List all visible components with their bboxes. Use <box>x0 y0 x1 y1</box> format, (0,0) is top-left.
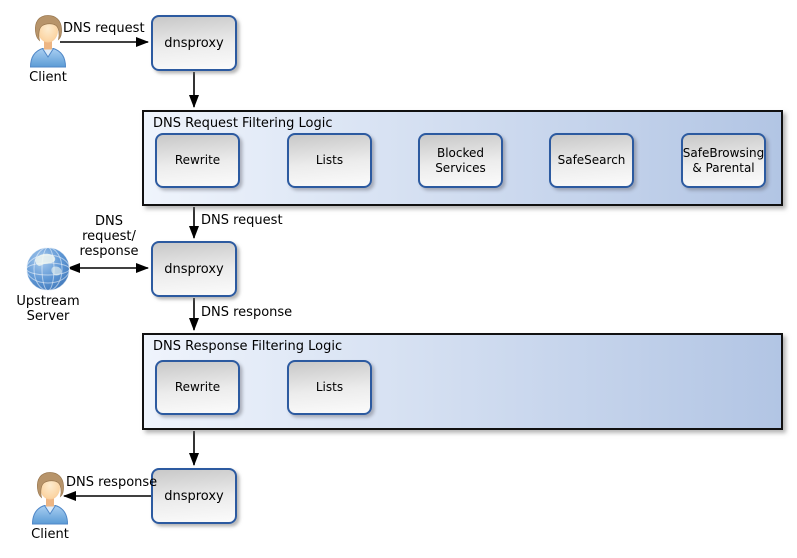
step-lists-response: Lists <box>287 360 372 415</box>
step-rewrite-response-label: Rewrite <box>174 380 221 394</box>
edge-label-client-request: DNS request <box>63 21 145 36</box>
edge-label-client-response: DNS response <box>66 475 158 490</box>
client-bottom-label: Client <box>31 527 69 542</box>
person-icon <box>29 15 67 68</box>
step-rewrite-response: Rewrite <box>155 360 240 415</box>
dnsproxy-top: dnsproxy <box>151 15 237 71</box>
request-pipeline-title: DNS Request Filtering Logic <box>153 116 333 131</box>
client-top: Client <box>26 12 70 85</box>
step-blocked-services-label: Blocked Services <box>435 145 486 175</box>
step-lists-response-label: Lists <box>315 380 344 394</box>
step-safesearch: SafeSearch <box>549 133 634 188</box>
dnsproxy-top-label: dnsproxy <box>164 35 224 51</box>
dnsproxy-bottom-label: dnsproxy <box>164 488 224 504</box>
dnsproxy-bottom: dnsproxy <box>151 468 237 524</box>
step-safesearch-label: SafeSearch <box>557 153 626 167</box>
step-rewrite: Rewrite <box>155 133 240 188</box>
edge-label-proxy-response: DNS response <box>201 305 293 320</box>
dnsproxy-middle: dnsproxy <box>151 241 237 297</box>
step-blocked-services: Blocked Services <box>418 133 503 188</box>
upstream-server-label: Upstream Server <box>16 294 80 324</box>
step-safebrowsing-parental: SafeBrowsing & Parental <box>681 133 766 188</box>
client-bottom: Client <box>28 469 72 542</box>
globe-icon <box>26 247 70 291</box>
step-rewrite-label: Rewrite <box>174 153 221 167</box>
response-pipeline-title: DNS Response Filtering Logic <box>153 339 343 354</box>
dnsproxy-middle-label: dnsproxy <box>164 261 224 277</box>
upstream-server: Upstream Server <box>16 246 80 324</box>
person-icon <box>31 472 69 525</box>
step-safebrowsing-parental-label: SafeBrowsing & Parental <box>682 145 765 175</box>
client-top-label: Client <box>29 70 67 85</box>
step-lists: Lists <box>287 133 372 188</box>
response-pipeline-container: DNS Response Filtering Logic <box>142 333 783 430</box>
edge-label-filtered-request: DNS request <box>201 213 283 228</box>
step-lists-label: Lists <box>315 153 344 167</box>
edge-label-upstream-exchange: DNS request/ response <box>79 214 139 259</box>
